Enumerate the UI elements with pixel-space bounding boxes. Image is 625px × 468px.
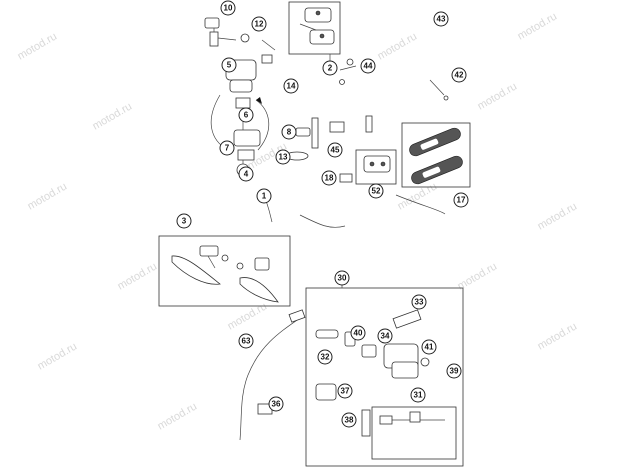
callout-39: 39: [446, 363, 462, 379]
callout-63: 63: [238, 333, 254, 349]
part-group-hose: [379, 411, 445, 425]
watermark: motod.ru: [156, 400, 200, 432]
part-group-handguards: [171, 245, 279, 303]
part-group-clutch-cable: [239, 309, 306, 441]
svg-text:6: 6: [244, 111, 249, 120]
watermark: motod.ru: [536, 320, 580, 352]
svg-text:32: 32: [321, 353, 330, 362]
callout-17: 17: [453, 192, 469, 208]
detail-box-hose: [371, 406, 457, 460]
svg-text:45: 45: [331, 146, 340, 155]
svg-text:14: 14: [287, 82, 296, 91]
callout-44: 44: [360, 58, 376, 74]
callout-34: 34: [377, 328, 393, 344]
callout-43: 43: [433, 11, 449, 27]
callout-2: 2: [322, 60, 338, 76]
svg-text:41: 41: [425, 343, 434, 352]
callout-12: 12: [251, 16, 267, 32]
callout-42: 42: [451, 67, 467, 83]
callout-10: 10: [220, 0, 236, 16]
svg-text:52: 52: [372, 187, 381, 196]
part-group-top-right: [429, 79, 449, 101]
callout-5: 5: [221, 57, 237, 73]
svg-text:3: 3: [182, 217, 187, 226]
svg-text:31: 31: [414, 391, 423, 400]
svg-text:44: 44: [364, 62, 373, 71]
part-group-mirror-mount: [204, 17, 276, 64]
callout-4: 4: [238, 166, 254, 182]
part-group-lever: [363, 155, 391, 173]
callout-52: 52: [368, 183, 384, 199]
part-group-mid: [285, 115, 373, 183]
svg-text:43: 43: [437, 15, 446, 24]
svg-text:38: 38: [345, 416, 354, 425]
watermark: motod.ru: [516, 10, 560, 42]
callout-32: 32: [317, 349, 333, 365]
svg-text:4: 4: [244, 170, 249, 179]
svg-text:42: 42: [455, 71, 464, 80]
watermark: motod.ru: [536, 200, 580, 232]
svg-text:18: 18: [325, 174, 334, 183]
callout-37: 37: [337, 383, 353, 399]
callout-18: 18: [321, 170, 337, 186]
svg-text:36: 36: [272, 400, 281, 409]
detail-box-grips: [401, 122, 471, 188]
svg-text:17: 17: [457, 196, 466, 205]
svg-text:30: 30: [338, 274, 347, 283]
callout-33: 33: [411, 294, 427, 310]
svg-text:40: 40: [354, 329, 363, 338]
detail-box-handguards: [158, 235, 291, 307]
callout-8: 8: [281, 124, 297, 140]
watermark: motod.ru: [16, 30, 60, 62]
watermark: motod.ru: [226, 300, 270, 332]
watermark: motod.ru: [376, 30, 420, 62]
callout-1: 1: [256, 188, 272, 204]
watermark: motod.ru: [36, 340, 80, 372]
callout-7: 7: [219, 140, 235, 156]
watermark: motod.ru: [91, 100, 135, 132]
svg-text:13: 13: [279, 153, 288, 162]
callout-3: 3: [176, 213, 192, 229]
svg-text:10: 10: [224, 4, 233, 13]
part-group-switch: [299, 7, 335, 62]
svg-text:2: 2: [328, 64, 333, 73]
svg-text:34: 34: [381, 332, 390, 341]
watermark-layer: motod.ru motod.ru motod.ru motod.ru moto…: [16, 10, 580, 432]
callout-14: 14: [283, 78, 299, 94]
svg-text:7: 7: [225, 144, 230, 153]
watermark: motod.ru: [26, 180, 70, 212]
watermark: motod.ru: [116, 260, 160, 292]
callout-30: 30: [334, 270, 350, 286]
part-group-grips: [409, 127, 463, 185]
svg-text:39: 39: [450, 367, 459, 376]
detail-box-clutch: [305, 287, 464, 467]
callout-38: 38: [341, 412, 357, 428]
part-group-screws: [339, 58, 357, 85]
svg-text:37: 37: [341, 387, 350, 396]
svg-text:1: 1: [262, 192, 267, 201]
callout-45: 45: [327, 142, 343, 158]
svg-text:63: 63: [242, 337, 251, 346]
svg-text:33: 33: [415, 298, 424, 307]
watermark: motod.ru: [476, 80, 520, 112]
callout-6: 6: [238, 107, 254, 123]
callout-31: 31: [410, 387, 426, 403]
part-group-clutch: [315, 309, 430, 437]
callout-41: 41: [421, 339, 437, 355]
callout-40: 40: [350, 325, 366, 341]
svg-text:5: 5: [227, 61, 232, 70]
detail-box-switch: [288, 1, 341, 55]
svg-text:8: 8: [287, 128, 292, 137]
callout-36: 36: [268, 396, 284, 412]
svg-text:12: 12: [255, 20, 264, 29]
callout-13: 13: [275, 149, 291, 165]
